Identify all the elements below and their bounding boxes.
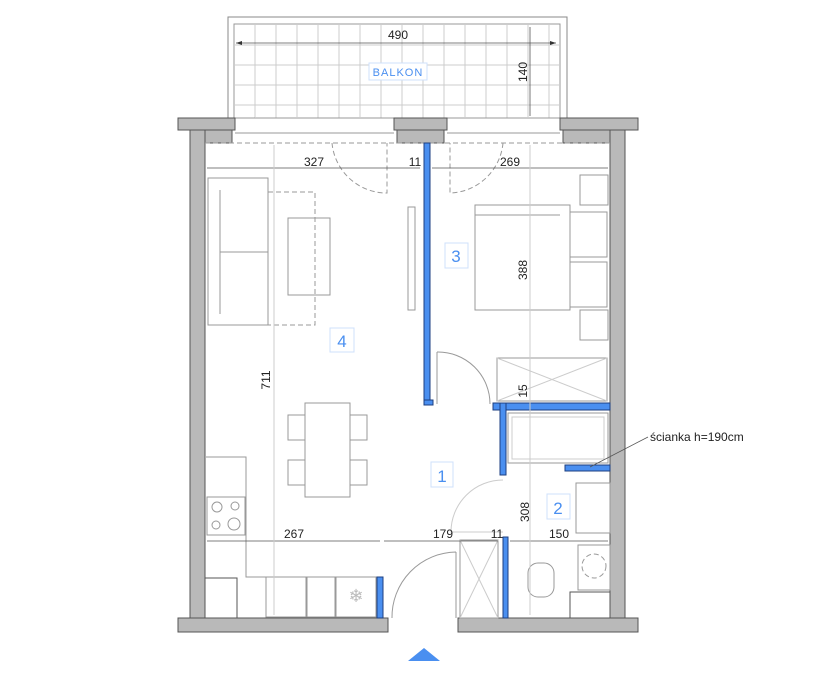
dim-wall-bottom: 11 (491, 527, 504, 541)
room-labels: 1 2 3 4 (329, 242, 571, 520)
dishwasher (306, 576, 336, 618)
partition-note: ścianka h=190cm (650, 430, 744, 444)
dim-balcony-width: 490 (388, 28, 408, 42)
snowflake-icon: ❄ (348, 586, 363, 606)
hall-wardrobe (459, 539, 499, 619)
dim-living-depth: 711 (259, 370, 273, 389)
dim-living-width: 327 (304, 155, 324, 169)
note-leader-line (589, 436, 649, 468)
dimension-labels: 327 11 269 388 711 15 308 267 179 11 150 (259, 155, 569, 541)
dim-kitchen-width: 267 (284, 527, 304, 541)
entrance-door (391, 551, 457, 619)
toilet (527, 562, 555, 598)
doors (331, 142, 504, 619)
interior-walls (376, 142, 611, 619)
bathroom-sink (575, 482, 611, 534)
dimension-lines (207, 145, 608, 615)
balcony: BALKON 490 140 (227, 16, 568, 119)
balcony-label: BALKON (373, 67, 424, 79)
room-4-label: 4 (337, 332, 346, 351)
balcony-door-right (449, 142, 504, 194)
wardrobe (496, 357, 608, 402)
exterior-walls (177, 117, 639, 633)
dim-bath-width: 150 (549, 527, 569, 541)
kitchen-counter (206, 456, 295, 578)
entrance-arrow-icon (408, 648, 440, 661)
dim-hall-width: 179 (433, 527, 453, 541)
dim-bedroom-depth: 388 (516, 260, 530, 280)
dim-balcony-depth: 140 (516, 62, 530, 82)
dim-gap: 15 (516, 384, 530, 398)
coffee-table (287, 217, 331, 296)
dim-bedroom-width: 269 (500, 155, 520, 169)
bathtub (507, 412, 609, 464)
room-1-label: 1 (437, 467, 446, 486)
rug (267, 191, 316, 326)
room-2-label: 2 (553, 499, 562, 518)
tv (407, 206, 416, 311)
bed (474, 204, 571, 311)
bedroom-door (436, 351, 491, 405)
stove (206, 496, 246, 536)
dim-wall-top: 11 (409, 155, 422, 169)
balcony-door-left (331, 142, 388, 194)
furniture: ❄ (206, 174, 611, 619)
room-3-label: 3 (451, 247, 460, 266)
fridge (335, 576, 377, 618)
washing-machine (577, 544, 611, 591)
balcony-label-box (368, 62, 428, 81)
bathroom-door (450, 479, 504, 533)
sink (265, 576, 307, 618)
dim-bath-depth: 308 (518, 502, 532, 522)
dining-table (304, 402, 351, 498)
